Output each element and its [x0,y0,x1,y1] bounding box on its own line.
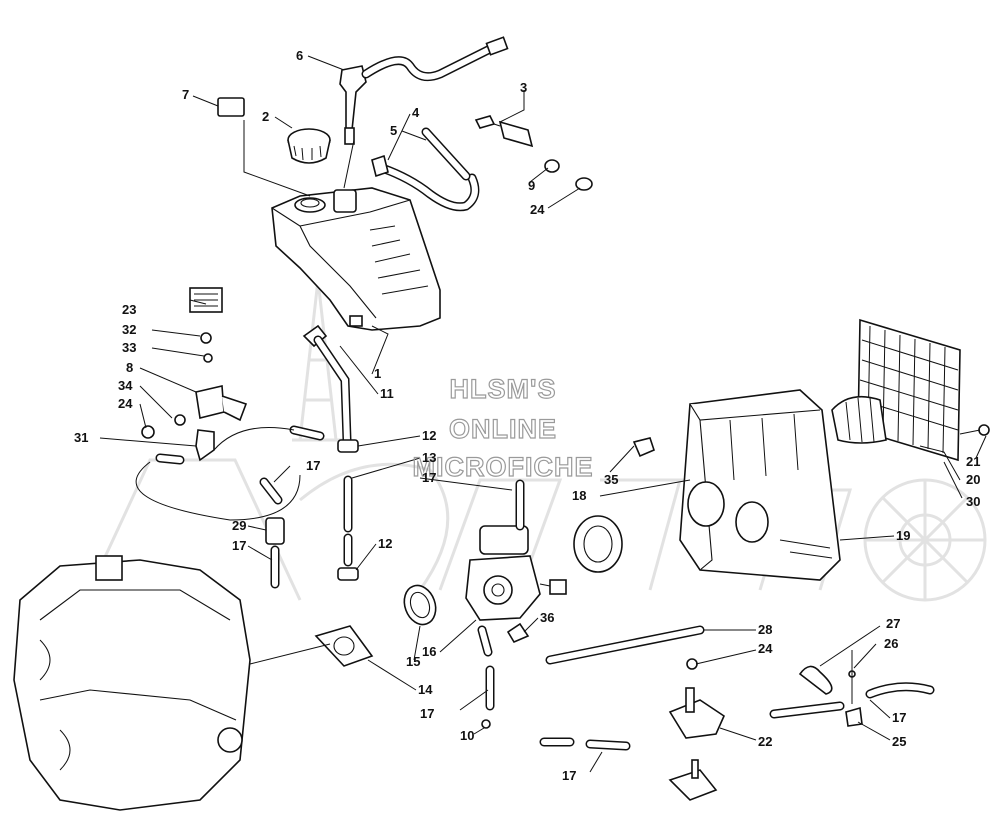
carburetor [465,479,567,621]
carb-drain-parts [477,622,530,729]
callout-22: 22 [758,734,772,749]
callout-29: 29 [232,518,246,533]
callout-26: 26 [884,636,898,651]
callout-3: 3 [520,80,527,95]
callout-19: 19 [896,528,910,543]
callout-18: 18 [572,488,586,503]
callout-16: 16 [422,644,436,659]
callout-5: 5 [390,123,397,138]
callout-33: 33 [122,340,136,355]
callout-24c: 24 [758,641,773,656]
watermark-line-1: HLSM'S [450,374,557,404]
carb-mount-flange [314,584,437,667]
callout-25: 25 [892,734,906,749]
callout-17e: 17 [562,768,576,783]
callout-32: 32 [122,322,136,337]
watermark-line-2: ONLINE [449,414,557,444]
callout-11: 11 [380,386,394,401]
callout-14: 14 [418,682,433,697]
callout-30: 30 [966,494,980,509]
callout-27: 27 [886,616,900,631]
watermark-line-3: MICROFICHE [413,452,594,482]
callout-labels: 1 2 3 4 5 6 7 8 9 10 11 12 12 13 14 15 1… [74,48,980,783]
leader-lines [99,55,987,773]
inline-fuel-filter [265,517,285,589]
watermark-text: HLSM'S ONLINE MICROFICHE [412,373,594,482]
air-silencer [679,389,841,581]
callout-12b: 12 [378,536,392,551]
callout-17f: 17 [892,710,906,725]
fuel-pump-lower [539,625,935,801]
vent-hardware [371,115,593,212]
decal [217,97,245,117]
screen-fasteners [959,424,990,436]
callout-13: 13 [422,450,436,465]
callout-21: 21 [966,454,980,469]
callout-1: 1 [374,366,381,381]
callout-7: 7 [182,87,189,102]
callout-6: 6 [296,48,303,63]
callout-31: 31 [74,430,88,445]
intake-boot [573,515,623,573]
callout-2: 2 [262,109,269,124]
callout-34: 34 [118,378,133,393]
tank-outlet-line [302,324,359,581]
intake-screen [831,318,961,462]
callout-15: 15 [406,654,420,669]
hose-clip [632,437,655,458]
callout-20: 20 [966,472,980,487]
fuel-tank [271,187,441,331]
callout-24a: 24 [118,396,133,411]
callout-36: 36 [540,610,554,625]
callout-8: 8 [126,360,133,375]
callout-24b: 24 [530,202,545,217]
callout-17b: 17 [306,458,320,473]
callout-23: 23 [122,302,136,317]
callout-10: 10 [460,728,474,743]
callout-4: 4 [412,105,420,120]
callout-28: 28 [758,622,772,637]
fuel-cap [287,128,331,164]
fuel-pump-left [135,287,325,521]
engine-block [13,555,251,811]
callout-12a: 12 [422,428,436,443]
callout-17d: 17 [420,706,434,721]
callout-35: 35 [604,472,618,487]
callout-9: 9 [528,178,535,193]
callout-17c: 17 [232,538,246,553]
fuel-gauge-sender [339,36,509,145]
callout-17a: 17 [422,470,436,485]
